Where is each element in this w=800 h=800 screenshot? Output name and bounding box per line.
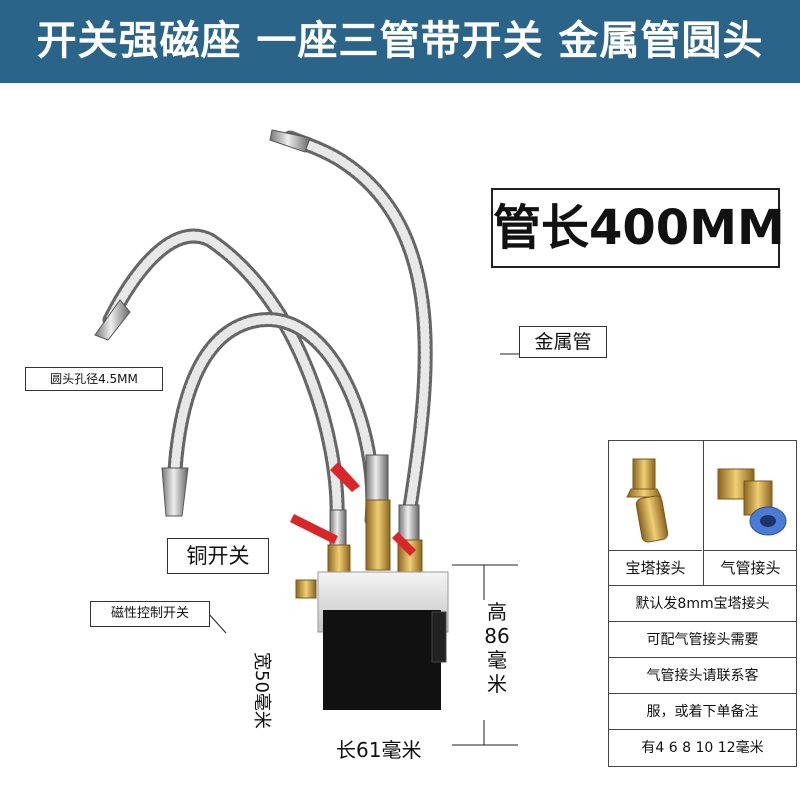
tube-length-label: 管长400MM	[491, 188, 785, 268]
table-row: 默认发8mm宝塔接头	[609, 585, 796, 622]
valve-handles	[290, 462, 416, 556]
barb-fitting-image	[609, 441, 702, 550]
tube-length-text: 管长400MM	[493, 200, 785, 256]
metal-tube-middle	[161, 312, 381, 528]
table-row: 服，或着下单备注	[609, 693, 796, 730]
pneumatic-fitting-icon	[717, 468, 787, 536]
dimension-lines	[207, 353, 519, 746]
pneumatic-fitting-caption: 气管接头	[703, 550, 797, 585]
magnetic-switch-text: 磁性控制开关	[110, 606, 189, 621]
banner-title: 开关强磁座 一座三管带开关 金属管圆头	[36, 18, 764, 64]
height-char-2: 毫	[487, 648, 507, 672]
fittings-thumbnails: 宝塔接头 气管接头	[609, 441, 797, 585]
hole-diameter-label: 圆头孔径4.5MM	[25, 367, 163, 391]
height-dimension-label: 高 86 毫 米	[474, 600, 520, 696]
width-dimension-label: 宽50毫米	[251, 652, 272, 729]
pneumatic-fitting-image	[703, 441, 797, 550]
magnetic-switch-label: 磁性控制开关	[90, 601, 210, 627]
copper-switch-text: 铜开关	[186, 544, 250, 568]
hole-diameter-text: 圆头孔径4.5MM	[50, 372, 138, 386]
table-row: 可配气管接头需要	[609, 621, 796, 658]
barb-fitting-icon	[626, 458, 669, 543]
height-char-3: 米	[487, 672, 507, 696]
copper-switch-label: 铜开关	[167, 538, 269, 574]
fittings-table: 宝塔接头 气管接头 默认发8mm宝塔接头 可配气管接头需要 气管接头请联系客 服…	[608, 440, 797, 767]
metal-tube-right	[269, 129, 433, 528]
metal-tube-label: 金属管	[519, 326, 607, 358]
metal-tube-left	[94, 228, 345, 528]
height-char-1: 高	[487, 600, 507, 624]
table-row: 有4 6 8 10 12毫米	[609, 729, 796, 766]
height-value: 86	[484, 624, 510, 648]
table-row: 气管接头请联系客	[609, 657, 796, 694]
magnetic-base	[317, 571, 449, 710]
length-dimension-label: 长61毫米	[336, 738, 422, 762]
metal-tube-text: 金属管	[534, 331, 592, 353]
title-banner: 开关强磁座 一座三管带开关 金属管圆头	[0, 0, 800, 83]
barb-fitting-caption: 宝塔接头	[609, 550, 702, 585]
